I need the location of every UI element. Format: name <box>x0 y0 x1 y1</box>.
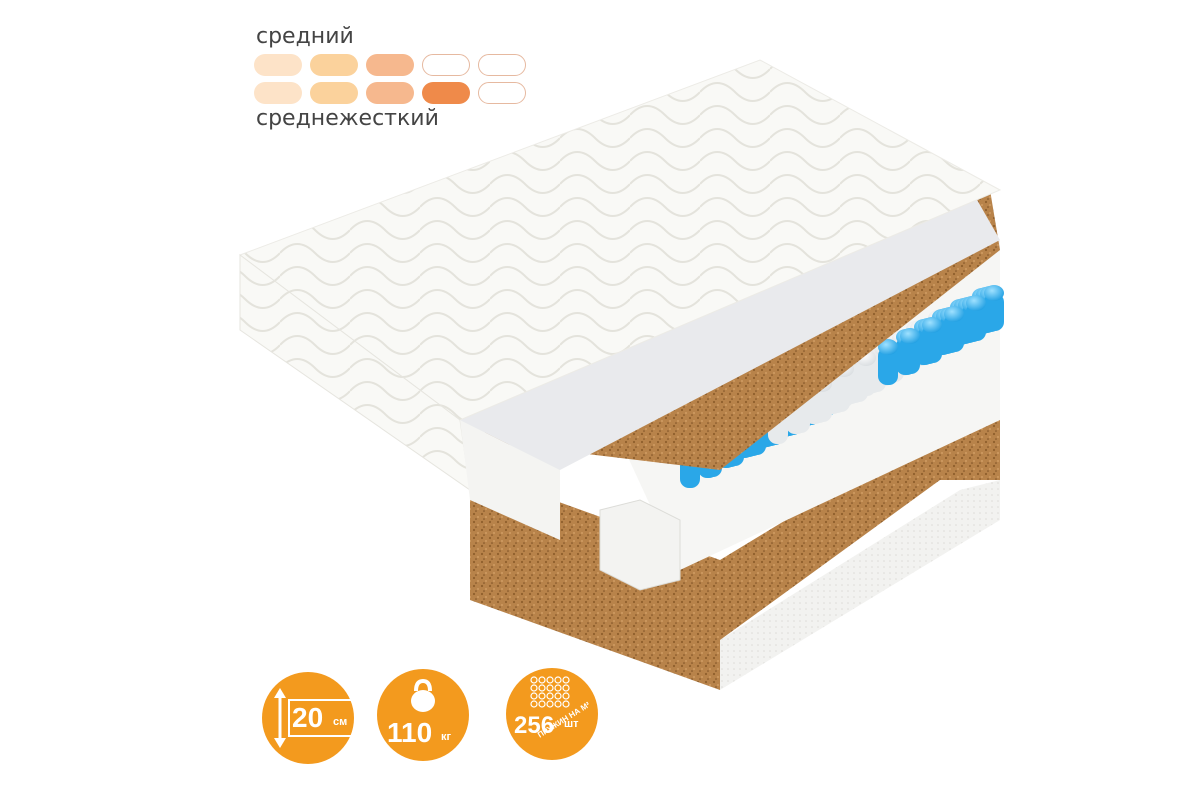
weight-unit: кг <box>441 731 452 743</box>
springs-value: 256 <box>514 712 555 739</box>
firmness-bottom-label: среднежесткий <box>256 106 439 131</box>
firmness-level-filled <box>310 54 358 76</box>
firmness-level-filled <box>254 54 302 76</box>
height-box <box>288 699 352 737</box>
weight-badge: 110 кг <box>377 669 469 761</box>
firmness-level-filled <box>310 82 358 104</box>
firmness-level-filled <box>422 82 470 104</box>
height-arrow-icon <box>274 688 286 748</box>
blue-pocket-spring <box>922 317 942 363</box>
springs-badge: 256 шт ПРУЖИН НА М² <box>506 668 598 760</box>
kettlebell-icon <box>411 679 435 712</box>
blue-pocket-spring <box>966 295 986 341</box>
blue-pocket-spring <box>984 285 1004 331</box>
weight-value: 110 <box>387 717 433 748</box>
firmness-level-filled <box>366 82 414 104</box>
firmness-top-label: средний <box>256 24 354 49</box>
firmness-level-empty <box>422 54 470 76</box>
height-badge: 20 см <box>262 672 354 764</box>
blue-pocket-spring <box>944 306 964 352</box>
springs-grid-icon <box>530 676 570 708</box>
blue-pocket-spring <box>900 328 920 374</box>
blue-pocket-spring <box>878 339 898 385</box>
height-unit: см <box>333 716 348 728</box>
firmness-level-empty <box>478 82 526 104</box>
springs-unit: шт <box>564 718 579 730</box>
firmness-level-empty <box>478 54 526 76</box>
height-value: 20 <box>292 702 324 733</box>
firmness-level-filled <box>254 82 302 104</box>
firmness-level-filled <box>366 54 414 76</box>
